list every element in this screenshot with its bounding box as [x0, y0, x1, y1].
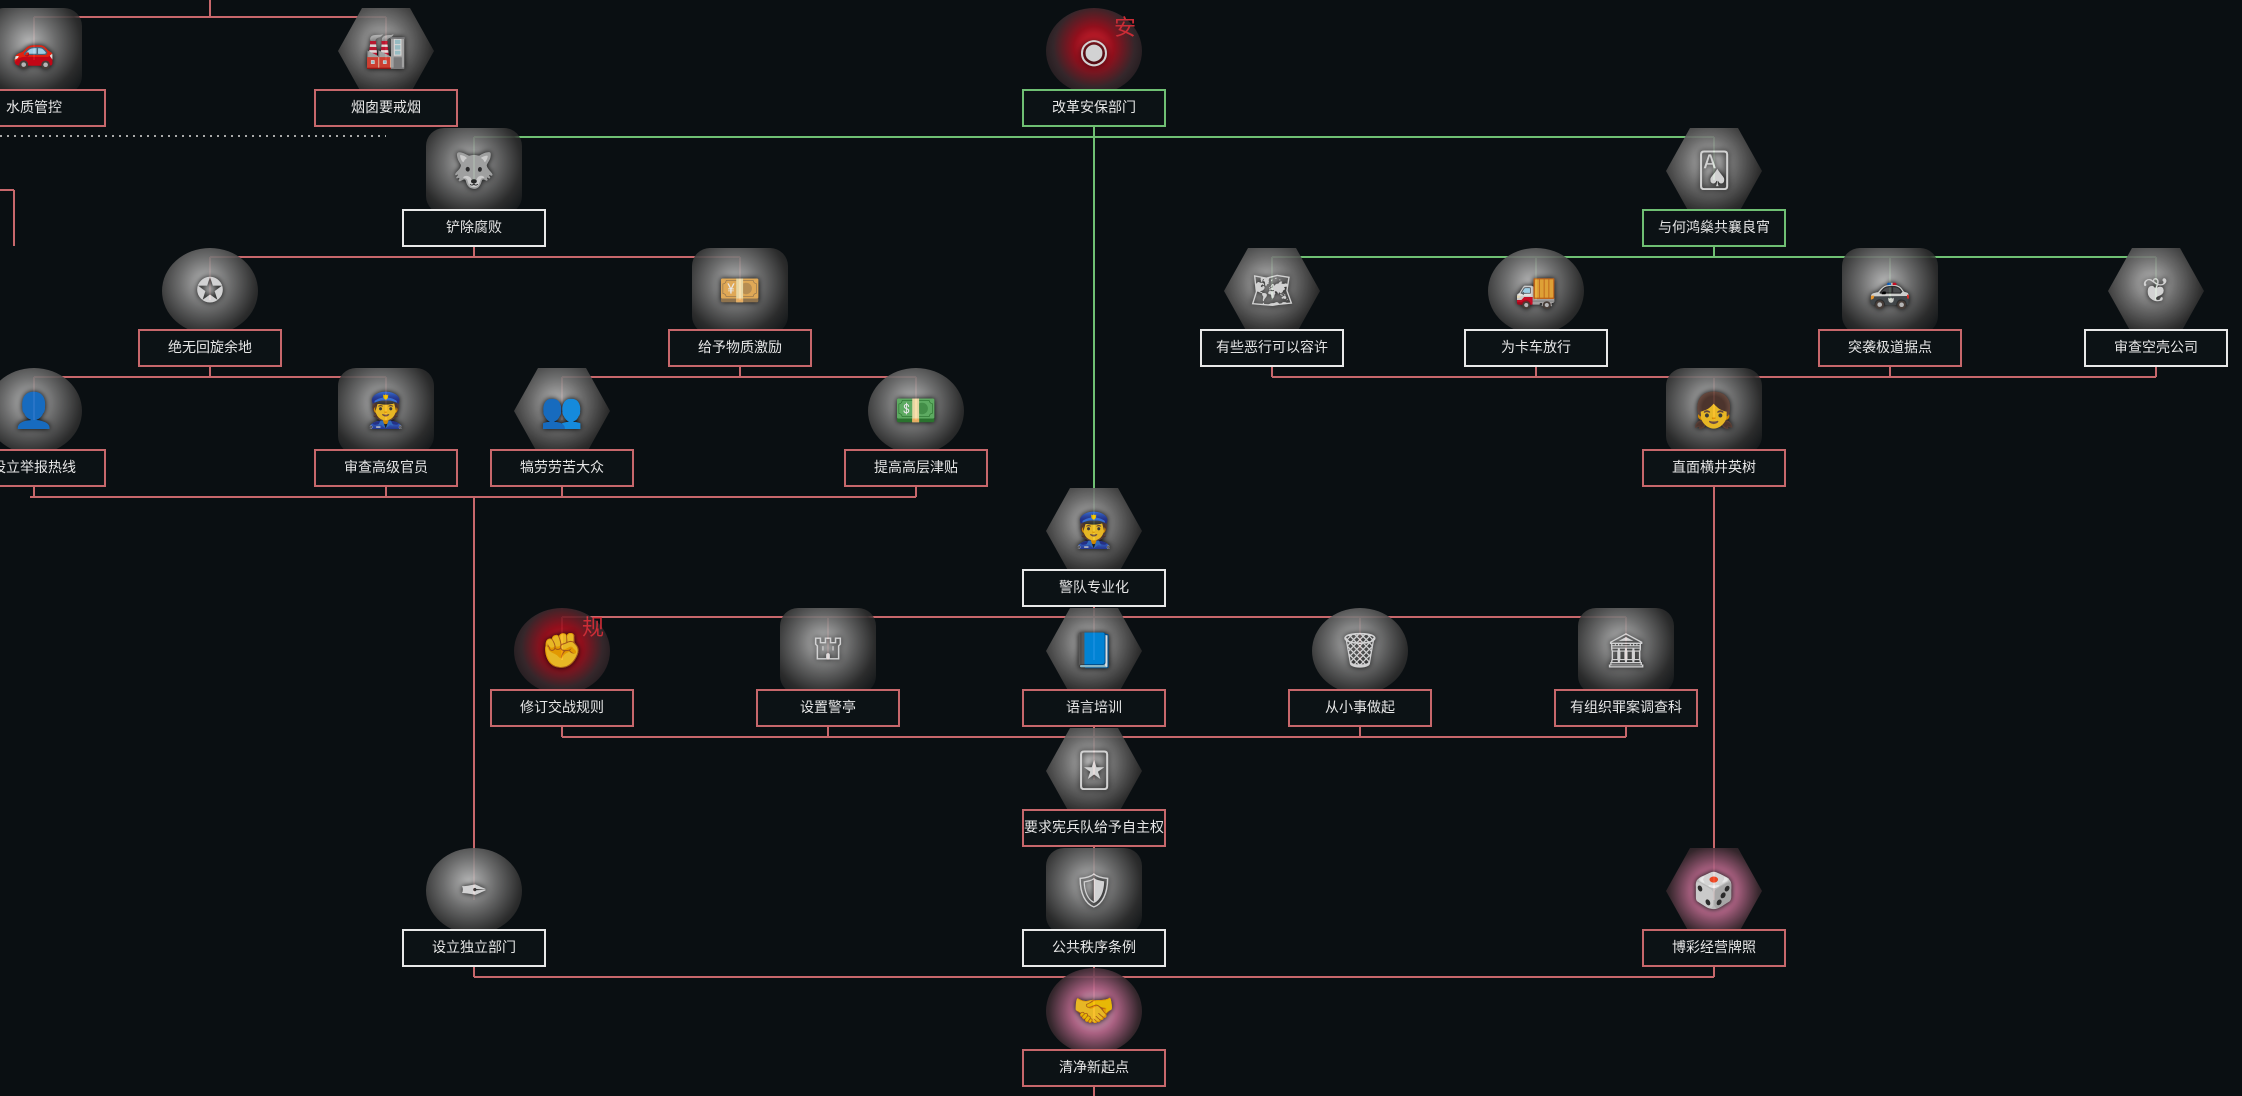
focus-label[interactable]: 修订交战规则 — [490, 689, 634, 727]
focus-label[interactable]: 铲除腐败 — [402, 209, 546, 247]
people-icon: 👥 — [514, 368, 610, 454]
focus-label[interactable]: 警队专业化 — [1022, 569, 1166, 607]
book-icon-glyph: 📘 — [1072, 631, 1116, 671]
truck-icon-glyph: 🚚 — [1514, 271, 1558, 311]
focus-label[interactable]: 改革安保部门 — [1022, 89, 1166, 127]
focus-label[interactable]: 直面横井英树 — [1642, 449, 1786, 487]
calligraphy-icon: ✒ — [426, 848, 522, 934]
handshake-icon-glyph: 🤝 — [1072, 991, 1116, 1031]
casino-icon-glyph: 🎲 — [1692, 871, 1736, 911]
laurel-badge-icon-glyph: ❦ — [2141, 271, 2171, 311]
trash-icon-glyph: 🗑 — [1338, 631, 1382, 671]
map-icon: 🗺 — [1224, 248, 1320, 334]
police-car-icon: 🚓 — [1842, 248, 1938, 334]
money-icon: 💴 — [692, 248, 788, 334]
handshake-icon: 🤝 — [1046, 968, 1142, 1054]
focus-label[interactable]: 审查高级官员 — [314, 449, 458, 487]
rules-icon-glyph: ✊ — [540, 631, 584, 671]
accent-calligraphy: 安 — [1113, 16, 1136, 41]
red-eye-icon-glyph: ◉ — [1079, 31, 1109, 71]
laurel-badge-icon: ❦ — [2108, 248, 2204, 334]
character-portrait-icon: 👧 — [1666, 368, 1762, 454]
accent-calligraphy: 规 — [581, 616, 604, 641]
cards-hands-icon-glyph: 🃏 — [1076, 751, 1112, 791]
officer-icon-glyph: 👮 — [364, 391, 408, 431]
focus-label[interactable]: 博彩经营牌照 — [1642, 929, 1786, 967]
focus-label[interactable]: 与何鸿燊共襄良宵 — [1642, 209, 1786, 247]
police-car-icon-glyph: 🚓 — [1868, 271, 1912, 311]
reporter-icon-glyph: 👤 — [12, 391, 56, 431]
building-icon-glyph: 🏛 — [1604, 631, 1648, 671]
chimney-icon: 🏭 — [338, 8, 434, 94]
focus-label[interactable]: 烟囱要戒烟 — [314, 89, 458, 127]
red-eye-icon: ◉安 — [1046, 8, 1142, 94]
booth-icon: ⛫ — [780, 608, 876, 694]
wolf-icon: 🐺 — [426, 128, 522, 214]
car-icon-glyph: 🚗 — [12, 31, 56, 71]
car-icon: 🚗 — [0, 8, 82, 94]
focus-label[interactable]: 有些恶行可以容许 — [1200, 329, 1344, 367]
focus-label[interactable]: 要求宪兵队给予自主权 — [1022, 809, 1166, 847]
shield-man-icon-glyph: 🛡 — [1072, 871, 1116, 911]
focus-label[interactable]: 提高高层津贴 — [844, 449, 988, 487]
map-icon-glyph: 🗺 — [1250, 271, 1294, 311]
character-portrait-icon-glyph: 👧 — [1692, 391, 1736, 431]
focus-label[interactable]: 设立独立部门 — [402, 929, 546, 967]
reporter-icon: 👤 — [0, 368, 82, 454]
focus-label[interactable]: 水质管控 — [0, 89, 106, 127]
trash-icon: 🗑 — [1312, 608, 1408, 694]
calligraphy-icon-glyph: ✒ — [459, 871, 489, 911]
focus-label[interactable]: 犒劳劳苦大众 — [490, 449, 634, 487]
money-icon-glyph: 💴 — [718, 271, 762, 311]
officer-icon: 👮 — [338, 368, 434, 454]
focus-label[interactable]: 为卡车放行 — [1464, 329, 1608, 367]
building-icon: 🏛 — [1578, 608, 1674, 694]
chimney-icon-glyph: 🏭 — [364, 31, 408, 71]
police-badge-icon: ✪ — [162, 248, 258, 334]
truck-icon: 🚚 — [1488, 248, 1584, 334]
focus-label[interactable]: 给予物质激励 — [668, 329, 812, 367]
focus-label[interactable]: 清净新起点 — [1022, 1049, 1166, 1087]
focus-label[interactable]: 设置警亭 — [756, 689, 900, 727]
focus-label[interactable]: 绝无回旋余地 — [138, 329, 282, 367]
police-badge-icon-glyph: ✪ — [195, 271, 225, 311]
focus-label[interactable]: 审查空壳公司 — [2084, 329, 2228, 367]
people-icon-glyph: 👥 — [540, 391, 584, 431]
focus-label[interactable]: 有组织罪案调查科 — [1554, 689, 1698, 727]
focus-label[interactable]: 语言培训 — [1022, 689, 1166, 727]
playing-cards-icon-glyph: 🂡 — [1696, 151, 1732, 191]
police-officer-icon-glyph: 👮 — [1072, 511, 1116, 551]
rules-icon: ✊规 — [514, 608, 610, 694]
focus-label[interactable]: 设立举报热线 — [0, 449, 106, 487]
booth-icon-glyph: ⛫ — [812, 628, 844, 669]
cash-hand-icon: 💵 — [868, 368, 964, 454]
cash-hand-icon-glyph: 💵 — [894, 391, 938, 431]
focus-label[interactable]: 公共秩序条例 — [1022, 929, 1166, 967]
wolf-icon-glyph: 🐺 — [452, 151, 496, 191]
shield-man-icon: 🛡 — [1046, 848, 1142, 934]
focus-label[interactable]: 从小事做起 — [1288, 689, 1432, 727]
focus-label[interactable]: 突袭极道据点 — [1818, 329, 1962, 367]
